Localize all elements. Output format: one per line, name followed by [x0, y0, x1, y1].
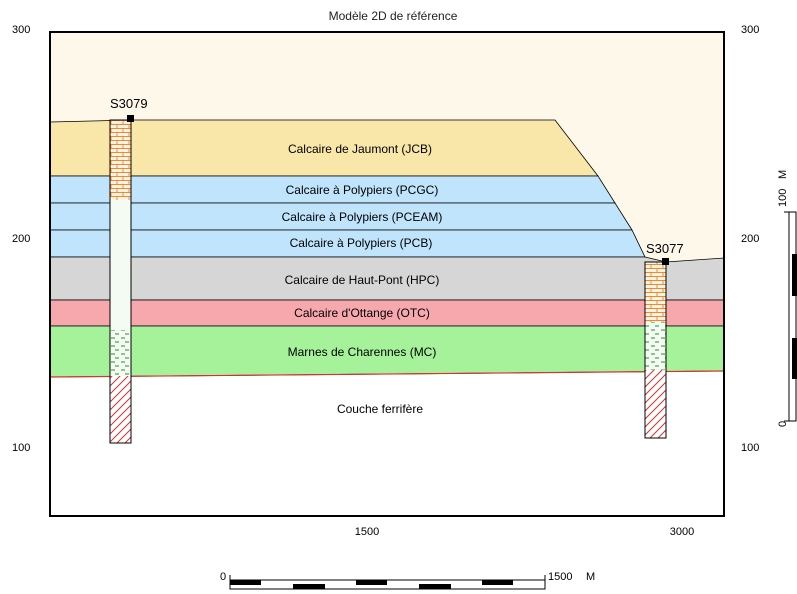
elevation-label-right-100: 100 [741, 442, 759, 454]
layer-label-mc: Marnes de Charennes (MC) [288, 345, 437, 359]
horizontal-scale-bar [229, 575, 546, 590]
plot-frame-border [49, 31, 725, 517]
vscale-label-unit: M [777, 170, 789, 179]
ferr-top-line [49, 370, 725, 378]
elevation-label-right-300: 300 [741, 24, 759, 36]
borehole-marker-s3079 [127, 115, 134, 122]
borehole-label-s3079: S3079 [110, 96, 148, 111]
elevation-label-left-100: 100 [12, 442, 30, 454]
layer-label-pcgc: Calcaire à Polypiers (PCGC) [286, 183, 439, 197]
layer-label-pcb: Calcaire à Polypiers (PCB) [290, 236, 433, 250]
vscale-label-end: 100 [777, 189, 789, 207]
layer-label-pceam: Calcaire à Polypiers (PCEAM) [282, 210, 443, 224]
vertical-scale-bar [784, 211, 797, 422]
elevation-label-left-300: 300 [12, 24, 30, 36]
layer-label-otc: Calcaire d'Ottange (OTC) [294, 306, 430, 320]
figure-title: Modèle 2D de référence [329, 9, 458, 23]
borehole-log-s3079 [109, 115, 134, 444]
elevation-label-right-200: 200 [741, 233, 759, 245]
distance-label-3000: 3000 [670, 526, 694, 538]
layer-label-ferr: Couche ferrifère [337, 402, 423, 416]
sky-area [50, 32, 724, 262]
hscale-label-start: 0 [220, 571, 226, 583]
borehole-log-s3077 [644, 258, 669, 439]
layer-label-hpc: Calcaire de Haut-Pont (HPC) [285, 273, 440, 287]
hscale-label-end: 1500 [548, 571, 572, 583]
hscale-label-unit: M [586, 571, 595, 583]
borehole-marker-s3077 [662, 258, 669, 265]
distance-label-1500: 1500 [355, 526, 379, 538]
borehole-label-s3077: S3077 [646, 241, 684, 256]
vscale-label-start: 0 [777, 421, 789, 427]
elevation-label-left-200: 200 [12, 233, 30, 245]
layer-label-jcb: Calcaire de Jaumont (JCB) [288, 142, 432, 156]
